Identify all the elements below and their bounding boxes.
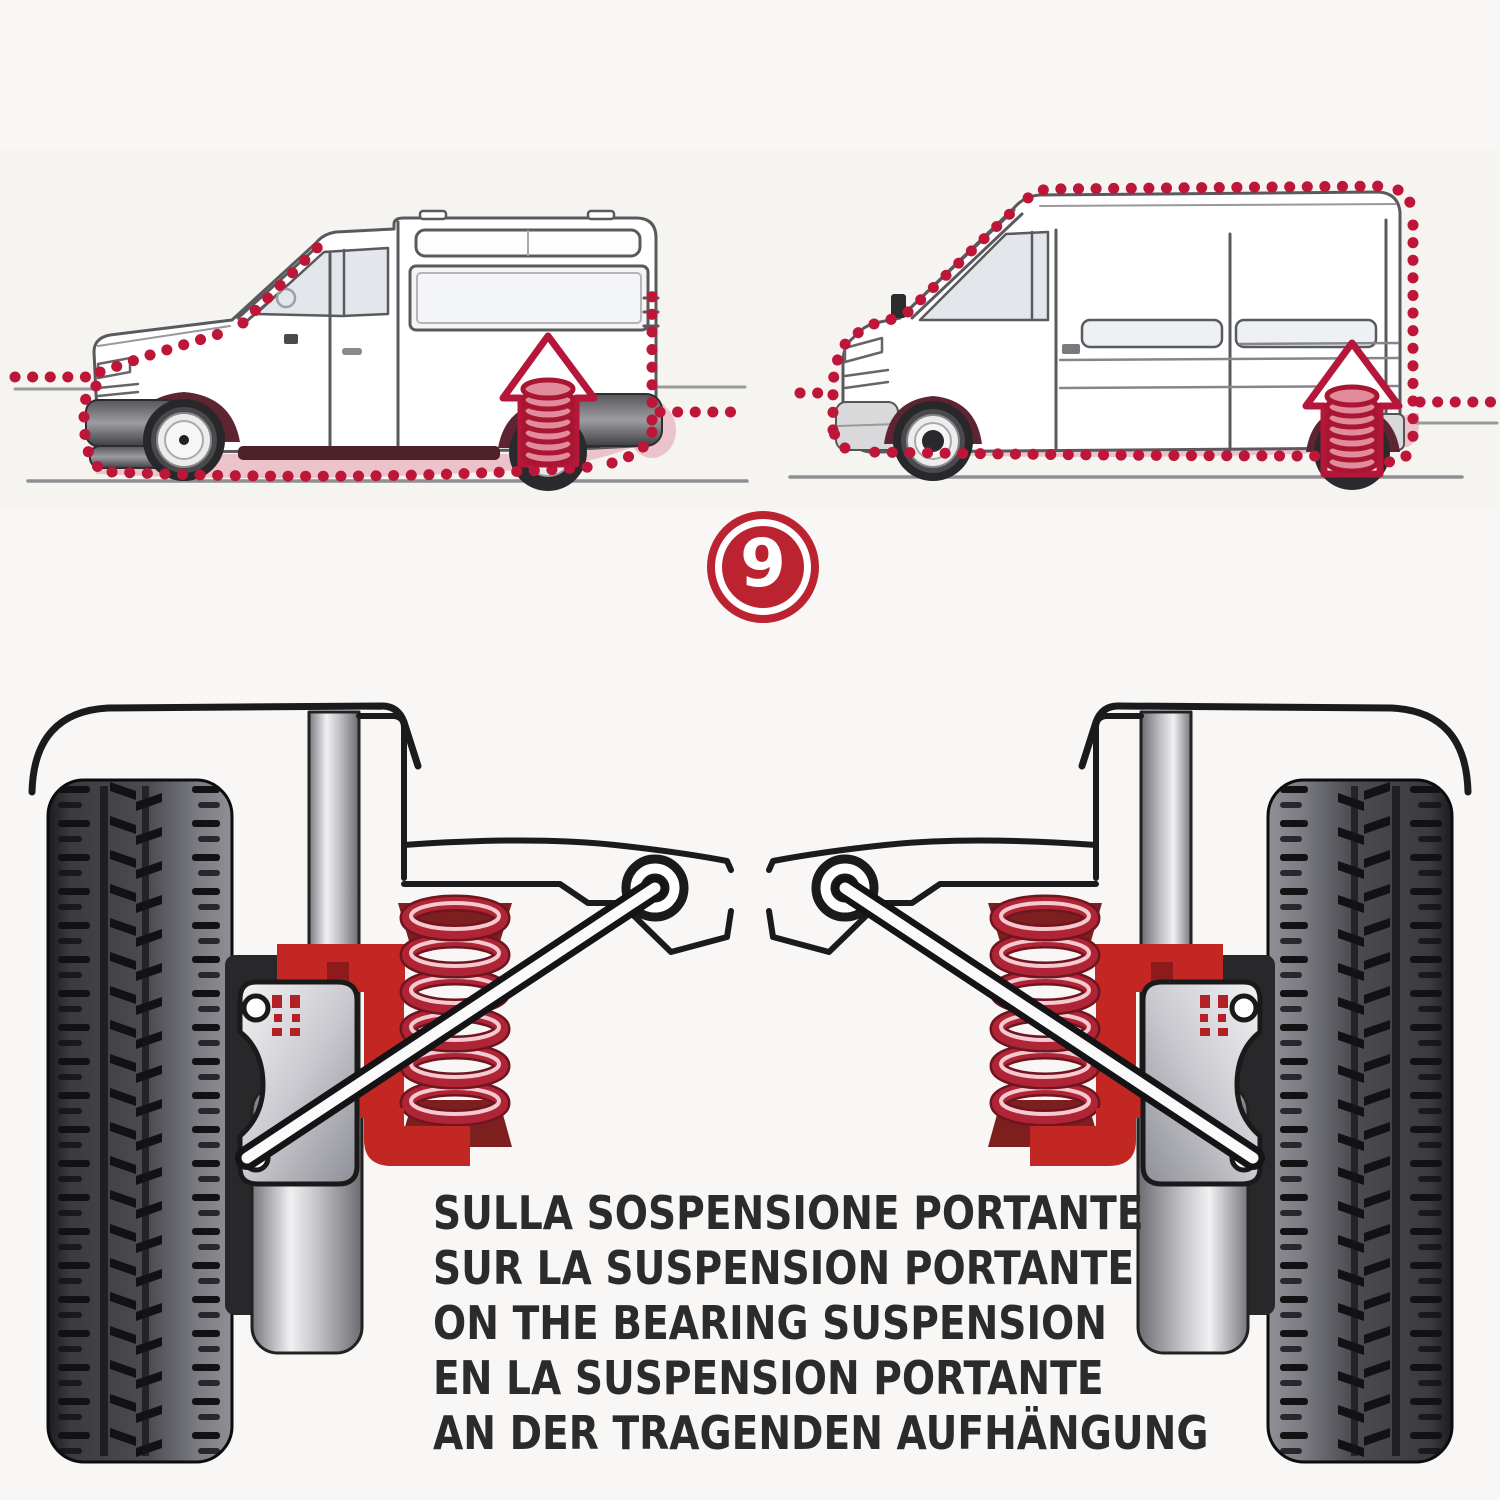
marking-dashes (272, 995, 300, 1036)
lowered-body-dotted-outline (9, 241, 754, 482)
upper-window-strip (1080, 318, 1224, 349)
caption-line-it: SULLA SOSPENSIONE PORTANTE (433, 1186, 1144, 1240)
door-handle (1062, 344, 1080, 354)
tire (46, 778, 234, 1464)
cab-window (254, 246, 390, 318)
caption-line-de: AN DER TRAGENDEN AUFHÄNGUNG (433, 1406, 1209, 1460)
rocker-panel (238, 446, 500, 460)
caption-line-fr: SUR LA SUSPENSION PORTANTE (433, 1241, 1135, 1295)
suspension-assembly-left (28, 702, 734, 1464)
cab-window (918, 230, 1050, 322)
badge-disc: 9 (722, 526, 804, 608)
caption-line-es: EN LA SUSPENSION PORTANTE (433, 1351, 1104, 1405)
door-lines (328, 220, 400, 452)
front-wheel (143, 399, 225, 481)
trailing-arm (235, 876, 667, 1170)
door-handle (342, 348, 362, 355)
lowered-body-dotted-outline (794, 180, 1500, 468)
badge-number: 9 (740, 525, 786, 602)
high-roof-van-illustration (788, 180, 1500, 490)
chassis-outline (356, 713, 734, 955)
step-number-badge: 9 (707, 511, 819, 623)
door-lines (1054, 218, 1388, 452)
spring-assist-clamp (277, 944, 405, 1134)
upper-window-strip (1234, 318, 1378, 349)
fender-contour (28, 702, 422, 796)
headlight (843, 336, 884, 364)
front-wheel (893, 401, 973, 481)
cargo-window (408, 264, 650, 332)
reference-lines (13, 385, 747, 391)
side-mirror (891, 294, 906, 318)
lift-arrow-spring-icon (1302, 339, 1403, 478)
caption: SULLA SOSPENSIONE PORTANTE SUR LA SUSPEN… (433, 1186, 1208, 1461)
clamp-foot (364, 1108, 470, 1166)
front-wheel-arch (884, 396, 982, 444)
caption-line-en: ON THE BEARING SUSPENSION (433, 1296, 1107, 1350)
small-van-illustration (9, 209, 754, 491)
bolt-hole (241, 993, 271, 1023)
side-mirror (284, 334, 298, 344)
lift-arrow-spring-icon (499, 332, 598, 468)
